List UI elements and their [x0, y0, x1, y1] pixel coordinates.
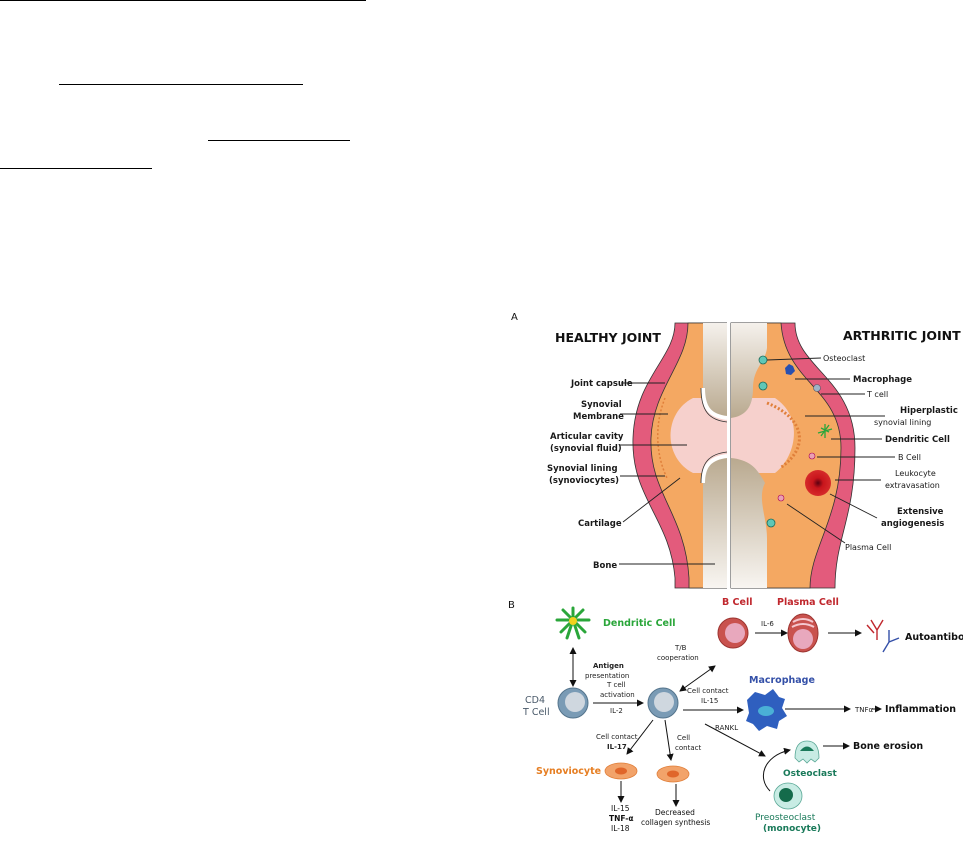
underline-rule-2	[59, 84, 303, 85]
rankl-label: RANKL	[715, 724, 738, 732]
activated-t-cell-icon	[647, 687, 679, 719]
cd4-label-2: T Cell	[522, 707, 550, 718]
osteoclast-cell-icon	[758, 355, 768, 365]
contact17-label-1: Cell contact	[596, 733, 638, 741]
dendritic-cell-label: Dendritic Cell	[603, 618, 676, 629]
label-synovial-lining: Synovial lining	[547, 464, 618, 474]
activation-label-2: activation	[600, 691, 635, 699]
label-leukocyte: Leukocyte	[895, 469, 936, 478]
plasma-cell-icon	[777, 494, 785, 502]
dendritic-cell-icon	[817, 424, 833, 438]
macrophage-label: Macrophage	[749, 675, 815, 686]
collagen-label-1: Decreased	[655, 808, 695, 817]
contact-label-1: Cell	[677, 734, 690, 742]
autoantibodies-icon	[866, 619, 900, 653]
label-plasma-cell: Plasma Cell	[845, 543, 891, 552]
osteoclast-label: Osteoclast	[783, 769, 837, 779]
panel-a-letter: A	[511, 312, 518, 323]
label-bone: Bone	[593, 561, 617, 571]
bone-erosion-label: Bone erosion	[853, 741, 923, 752]
macrophage-icon	[746, 689, 787, 731]
preosteoclast-label-1: Preosteoclast	[755, 813, 816, 823]
label-articular-cavity: Articular cavity	[550, 432, 624, 442]
dendritic-cell-icon	[555, 606, 591, 640]
label-macrophage: Macrophage	[853, 375, 912, 385]
il6-label: IL-6	[761, 620, 774, 628]
label-t-cell: T cell	[866, 390, 888, 399]
t-cell-icon	[813, 384, 821, 392]
label-extravasation: extravasation	[885, 481, 940, 490]
label-synovial-fluid: (synovial fluid)	[550, 444, 622, 454]
label-cartilage: Cartilage	[578, 519, 622, 529]
label-hiperplastic: Hiperplastic	[900, 406, 958, 416]
macrophage-cell-icon	[785, 364, 795, 375]
underline-rule-4	[0, 168, 152, 169]
label-synovial-lining-arthritic: synovial lining	[874, 418, 931, 427]
tb-label-1: T/B	[674, 644, 687, 652]
label-synoviocytes: (synoviocytes)	[549, 476, 619, 486]
underline-rule-3	[208, 140, 350, 141]
tnfa-label: TNFα	[854, 706, 874, 714]
plasma-cell-icon	[787, 613, 819, 653]
figure-svg: A HEALTHY JOINT ARTHRITIC JOINT	[508, 312, 963, 834]
b-cell-label: B Cell	[722, 597, 752, 608]
contact15-label-2: IL-15	[701, 697, 718, 705]
b-cell-icon	[717, 617, 749, 649]
plasma-cell-label: Plasma Cell	[777, 597, 839, 608]
label-extensive: Extensive	[897, 507, 944, 517]
cytokine-label-1: IL-15	[611, 804, 630, 813]
label-b-cell: B Cell	[898, 453, 921, 462]
collagen-label-2: collagen synthesis	[641, 818, 710, 827]
b-cell-icon	[808, 452, 816, 460]
osteoclast-cell-icon	[758, 381, 768, 391]
healthy-joint-illustration	[632, 322, 728, 589]
panel-b-letter: B	[508, 600, 515, 611]
osteoclast-cell-icon	[766, 518, 776, 528]
label-membrane: Membrane	[573, 412, 624, 422]
activation-label-1: T cell	[606, 681, 626, 689]
cytokine-label-2: TNF-α	[609, 814, 634, 823]
rheumatoid-arthritis-figure: A HEALTHY JOINT ARTHRITIC JOINT	[505, 308, 963, 836]
antigen-label-2: presentation	[585, 672, 629, 680]
contact17-label-2: IL-17	[607, 743, 627, 751]
cytokine-label-3: IL-18	[611, 824, 630, 833]
preosteoclast-label-2: (monocyte)	[763, 824, 821, 834]
antigen-label-1: Antigen	[593, 662, 624, 670]
label-joint-capsule: Joint capsule	[570, 379, 633, 389]
activation-label-3: IL-2	[610, 707, 623, 715]
underline-rule-1	[0, 0, 366, 1]
contact15-label-1: Cell contact	[687, 687, 729, 695]
preosteoclast-icon	[773, 782, 803, 810]
synoviocyte-label: Synoviocyte	[536, 766, 601, 777]
tb-label-2: cooperation	[657, 654, 699, 662]
label-osteoclast: Osteoclast	[823, 354, 865, 363]
synoviocyte-icon	[656, 765, 690, 783]
label-dendritic-cell: Dendritic Cell	[885, 435, 950, 445]
cd4-t-cell-icon	[557, 687, 589, 719]
cd4-label-1: CD4	[525, 695, 545, 706]
osteoclast-icon	[794, 740, 820, 764]
healthy-joint-title: HEALTHY JOINT	[555, 330, 661, 345]
autoantibodies-label: Autoantibodies	[905, 632, 963, 643]
label-angiogenesis: angiogenesis	[881, 519, 944, 529]
contact-label-2: contact	[675, 744, 701, 752]
synoviocyte-icon	[604, 762, 638, 780]
blood-vessel-icon	[805, 470, 831, 496]
label-synovial: Synovial	[581, 400, 622, 410]
inflammation-label: Inflammation	[885, 704, 956, 715]
arthritic-joint-title: ARTHRITIC JOINT	[843, 328, 961, 343]
